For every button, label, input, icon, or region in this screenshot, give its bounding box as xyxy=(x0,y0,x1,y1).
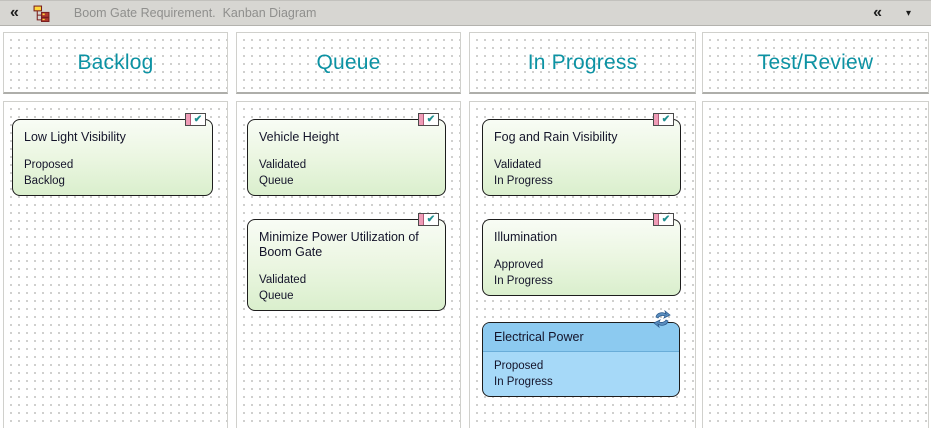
checked-box-icon: ✔ xyxy=(653,213,674,226)
card-status: Approved xyxy=(494,259,544,271)
card-meta: Approved In Progress xyxy=(483,257,680,289)
dropdown-arrow-icon[interactable]: ▾ xyxy=(905,7,911,19)
card-status: Proposed xyxy=(494,360,544,372)
column-header-backlog[interactable]: Backlog xyxy=(3,32,228,94)
card-stage: Queue xyxy=(259,290,294,302)
card-stage: Backlog xyxy=(24,175,65,187)
checkmark-icon: ✔ xyxy=(661,214,671,225)
card-meta: Validated In Progress xyxy=(483,157,680,189)
badge-pink-strip xyxy=(419,114,424,125)
column-header-in-progress[interactable]: In Progress xyxy=(469,32,696,94)
column-title: Queue xyxy=(316,50,381,74)
card-meta: Validated Queue xyxy=(248,157,445,189)
card-title: Fog and Rain Visibility xyxy=(494,130,618,144)
checked-box-icon: ✔ xyxy=(653,113,674,126)
checked-box-icon: ✔ xyxy=(418,213,439,226)
badge-pink-strip xyxy=(654,114,659,125)
lane-test-review[interactable] xyxy=(702,101,929,428)
card-meta: Validated Queue xyxy=(248,272,445,304)
checkmark-icon: ✔ xyxy=(426,214,436,225)
checked-box-icon: ✔ xyxy=(418,113,439,126)
card-status: Validated xyxy=(494,159,542,171)
kanban-card-electrical-power[interactable]: Electrical Power Proposed In Progress xyxy=(482,310,680,397)
badge-pink-strip xyxy=(419,214,424,225)
card-stage: In Progress xyxy=(494,175,553,187)
column-title: In Progress xyxy=(527,50,638,74)
diagram-toolbar: « Boom Gate Requirement. Kanban Diagram … xyxy=(0,0,931,26)
checkmark-icon: ✔ xyxy=(661,114,671,125)
kanban-card-fog-and-rain-visibility[interactable]: ✔ Fog and Rain Visibility Validated In P… xyxy=(482,113,681,196)
card-title: Vehicle Height xyxy=(259,130,339,144)
card-meta: Proposed In Progress xyxy=(483,352,679,396)
card-status: Validated xyxy=(259,159,307,171)
card-title: Low Light Visibility xyxy=(24,130,126,144)
badge-pink-strip xyxy=(186,114,191,125)
column-title: Test/Review xyxy=(757,50,874,74)
toolbar-right-group: « ▾ xyxy=(857,1,931,25)
card-stage: In Progress xyxy=(494,275,553,287)
kanban-card-illumination[interactable]: ✔ Illumination Approved In Progress xyxy=(482,213,681,296)
column-title: Backlog xyxy=(77,50,154,74)
checkmark-icon: ✔ xyxy=(426,114,436,125)
column-header-queue[interactable]: Queue xyxy=(236,32,461,94)
diagram-title: Boom Gate Requirement. Kanban Diagram xyxy=(73,6,317,20)
card-title: Minimize Power Utilization of Boom Gate xyxy=(259,230,419,259)
collapse-left-icon[interactable]: « xyxy=(10,4,19,21)
badge-pink-strip xyxy=(654,214,659,225)
card-title: Illumination xyxy=(494,230,558,244)
kanban-card-low-light-visibility[interactable]: ✔ Low Light Visibility Proposed Backlog xyxy=(12,113,213,196)
card-meta: Proposed Backlog xyxy=(13,157,212,189)
checkmark-icon: ✔ xyxy=(193,114,203,125)
kanban-card-minimize-power-utilization[interactable]: ✔ Minimize Power Utilization of Boom Gat… xyxy=(247,213,446,311)
card-title: Electrical Power xyxy=(483,323,679,352)
card-status: Proposed xyxy=(24,159,74,171)
kanban-card-vehicle-height[interactable]: ✔ Vehicle Height Validated Queue xyxy=(247,113,446,196)
collapse-right-icon[interactable]: « xyxy=(873,4,882,21)
spin-arrows-icon xyxy=(653,310,671,328)
card-status: Validated xyxy=(259,274,307,286)
kanban-diagram-icon xyxy=(33,5,50,22)
card-stage: Queue xyxy=(259,175,294,187)
column-header-test-review[interactable]: Test/Review xyxy=(702,32,929,94)
checked-box-icon: ✔ xyxy=(185,113,206,126)
card-stage: In Progress xyxy=(494,376,553,388)
